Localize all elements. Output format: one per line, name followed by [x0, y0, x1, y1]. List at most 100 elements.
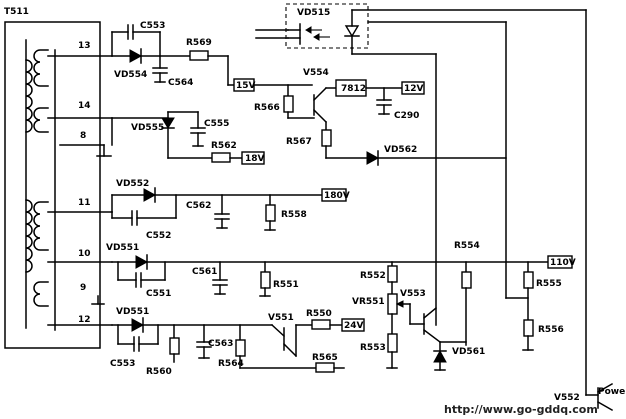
- v552-emitter: [596, 400, 614, 412]
- watermark: http://www.go-gddq.com: [444, 403, 598, 416]
- r565-resistor: [315, 362, 335, 373]
- v180-label: 180V: [324, 191, 350, 201]
- v15-label: 15V: [236, 81, 256, 91]
- vd552-diode: [143, 188, 157, 202]
- v180-box: [321, 188, 347, 202]
- opto-arrowhead2: [313, 33, 320, 41]
- pin-12: 12: [78, 315, 91, 325]
- v12-label: 12V: [404, 84, 424, 94]
- pin-11: 11: [78, 198, 91, 208]
- opto-arrowhead1: [305, 26, 312, 34]
- v552-collector: [596, 382, 614, 394]
- r566-label: R566: [254, 103, 280, 113]
- v554-collector: [312, 86, 328, 102]
- r567-label: R567: [286, 137, 312, 147]
- vd561-label: VD561: [452, 347, 485, 357]
- r566-resistor: [283, 95, 294, 113]
- vd554-label: VD554: [114, 70, 147, 80]
- v18-box: [241, 151, 265, 165]
- r562-label: R562: [211, 141, 237, 151]
- secondary-coil-9: [33, 281, 49, 307]
- vd551b-diode: [131, 318, 145, 332]
- v554-label: V554: [303, 68, 329, 78]
- vd554-diode: [129, 49, 143, 63]
- r569-resistor: [189, 50, 209, 61]
- r560-label: R560: [146, 367, 172, 377]
- c561-label: C561: [192, 267, 217, 277]
- vd551a-label: VD551: [106, 243, 139, 253]
- r562-resistor: [211, 152, 231, 163]
- c562-label: C562: [186, 201, 211, 211]
- pin-13: 13: [78, 41, 91, 51]
- pin-10: 10: [78, 249, 91, 259]
- r554-label: R554: [454, 241, 480, 251]
- r558-resistor: [265, 204, 276, 222]
- c555-label: C555: [204, 119, 229, 129]
- r569-label: R569: [186, 38, 212, 48]
- opto-led: [344, 25, 360, 38]
- reg-label: 7812: [341, 84, 366, 94]
- vr551-label: VR551: [352, 297, 385, 307]
- r560-resistor: [169, 337, 180, 355]
- vd561-diode: [433, 349, 447, 363]
- r565-label: R565: [312, 353, 338, 363]
- vd515-label: VD515: [297, 8, 330, 18]
- r554-resistor: [461, 271, 472, 289]
- r555-resistor: [523, 271, 534, 289]
- r553-resistor: [387, 333, 398, 353]
- v553-collector: [422, 306, 438, 320]
- v18-label: 18V: [245, 154, 265, 164]
- c563-label: C563: [208, 339, 233, 349]
- r567-resistor: [321, 129, 332, 147]
- v110-label: 110V: [550, 258, 576, 268]
- r555-label: R555: [536, 279, 562, 289]
- transformer-ref: T511: [4, 7, 29, 17]
- r558-label: R558: [281, 210, 307, 220]
- vd551a-diode: [135, 255, 149, 269]
- secondary-coil-11: [33, 201, 49, 251]
- v12-box: [401, 81, 425, 95]
- power-label: Power: [598, 387, 626, 397]
- c552-label: C552: [146, 231, 171, 241]
- pin-8: 8: [80, 131, 86, 141]
- r550-label: R550: [306, 309, 332, 319]
- transformer-body: [4, 21, 101, 349]
- v110-box: [547, 255, 573, 269]
- vr551-resistor: [387, 293, 398, 315]
- vr551-wiper: [395, 300, 404, 308]
- vd562-diode: [366, 151, 380, 165]
- primary-coil-2: [25, 199, 33, 273]
- r564-resistor: [235, 339, 246, 357]
- r556-label: R556: [538, 325, 564, 335]
- v15-box: [233, 78, 255, 92]
- v554-emitter: [312, 108, 328, 124]
- c553b-label: C553: [110, 359, 135, 369]
- v551-label: V551: [268, 313, 294, 323]
- secondary-coil-13: [33, 49, 49, 87]
- v552-label: V552: [554, 393, 580, 403]
- pin-14: 14: [78, 101, 91, 111]
- r550-resistor: [311, 319, 331, 330]
- primary-coil-1: [25, 59, 33, 133]
- v551-emitter: [282, 342, 298, 358]
- r551-label: R551: [273, 280, 299, 290]
- c564-label: C564: [168, 78, 193, 88]
- r564-label: R564: [218, 359, 244, 369]
- r552-label: R552: [360, 271, 386, 281]
- c551-label: C551: [146, 289, 171, 299]
- v553-label: V553: [400, 289, 426, 299]
- r551-resistor: [260, 271, 271, 289]
- pin-9: 9: [80, 283, 86, 293]
- v24-label: 24V: [344, 321, 364, 331]
- vd552-label: VD552: [116, 179, 149, 189]
- v553-emitter: [422, 328, 442, 344]
- vd551b-label: VD551: [116, 307, 149, 317]
- v551-collector: [270, 323, 286, 338]
- r552-resistor: [387, 265, 398, 283]
- vd555-label: VD555: [131, 123, 164, 133]
- r556-resistor: [523, 319, 534, 337]
- vd562-label: VD562: [384, 145, 417, 155]
- r553-label: R553: [360, 343, 386, 353]
